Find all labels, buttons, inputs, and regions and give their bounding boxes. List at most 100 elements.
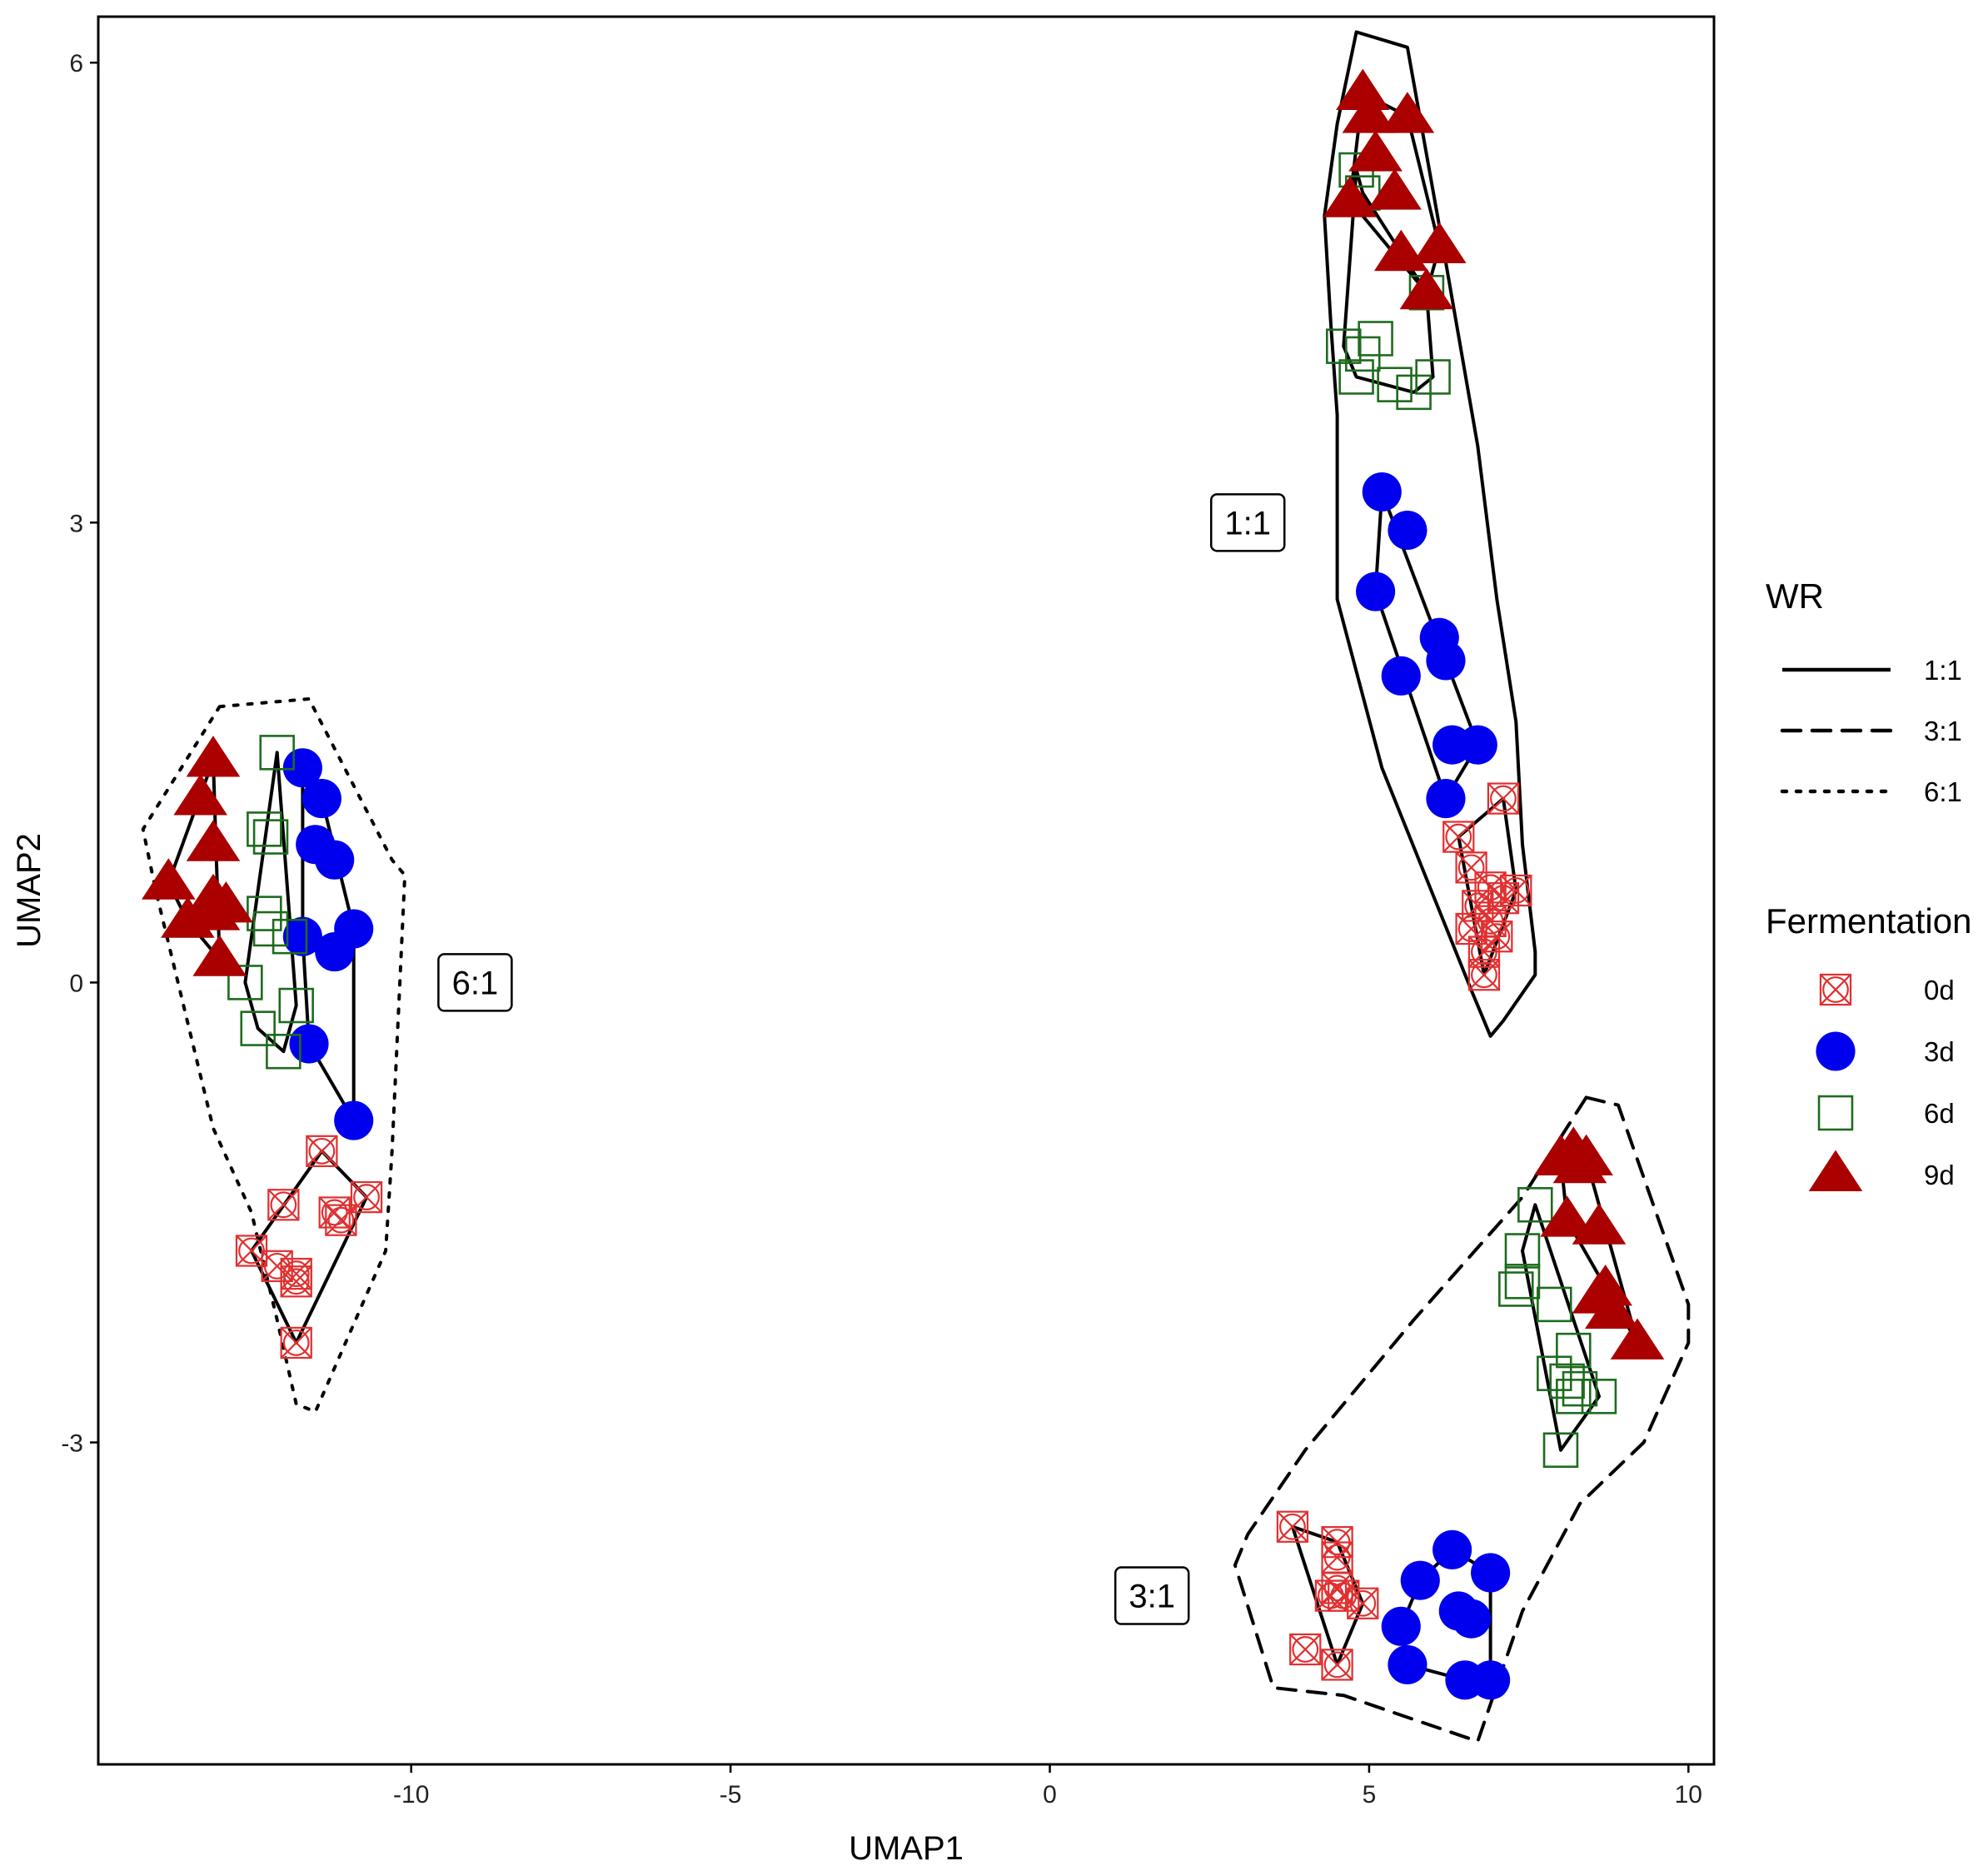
point-3d-1-1 bbox=[1356, 571, 1396, 611]
y-tick-label: 3 bbox=[69, 510, 83, 537]
point-9d-1-1 bbox=[1380, 92, 1435, 133]
point-9d-1-1 bbox=[1413, 222, 1467, 263]
point-6d-1-1 bbox=[1345, 336, 1381, 372]
cluster-labels: 1:1 6:1 3:1 bbox=[437, 493, 1286, 1625]
point-3d-3-1 bbox=[1388, 1644, 1427, 1684]
point-6d-3-1 bbox=[1504, 1264, 1541, 1300]
point-0d-1-1 bbox=[1455, 851, 1487, 884]
point-3d-6-1 bbox=[334, 1100, 374, 1140]
point-6d-6-1 bbox=[259, 735, 295, 771]
point-6d-3-1 bbox=[1581, 1379, 1617, 1414]
point-3d-3-1 bbox=[1400, 1560, 1440, 1600]
cluster-label-3-1: 3:1 bbox=[1114, 1566, 1190, 1625]
legend-label-wr: 6:1 bbox=[1924, 776, 1962, 807]
point-3d-6-1 bbox=[301, 779, 341, 819]
cluster-label-text: 1:1 bbox=[1224, 505, 1271, 541]
point-0d-1-1 bbox=[1467, 959, 1501, 991]
point-6d-1-1 bbox=[1396, 374, 1432, 411]
legend-label-fermentation: 0d bbox=[1924, 975, 1955, 1005]
legend-title-fermentation: Fermentation bbox=[1766, 901, 1971, 940]
point-6d-3-1 bbox=[1556, 1379, 1592, 1414]
point-9d-6-1 bbox=[186, 889, 241, 931]
cluster-label-1-1: 1:1 bbox=[1209, 493, 1286, 552]
cluster-label-box bbox=[437, 953, 513, 1012]
point-6d-1-1 bbox=[1338, 359, 1374, 395]
point-9d-1-1 bbox=[1368, 168, 1422, 210]
y-axis-title: UMAP2 bbox=[11, 833, 47, 948]
point-6d-3-1 bbox=[1517, 1187, 1553, 1223]
point-3d-6-1 bbox=[315, 840, 355, 880]
cluster-label-box bbox=[1209, 493, 1286, 552]
point-0d-1-1 bbox=[1500, 874, 1532, 907]
point-0d-3-1 bbox=[1347, 1587, 1379, 1619]
point-3d-3-1 bbox=[1471, 1553, 1511, 1593]
point-3d-1-1 bbox=[1362, 471, 1402, 512]
y-tick-label: 6 bbox=[69, 50, 83, 77]
x-tick-label: 0 bbox=[1043, 1781, 1057, 1809]
point-6d-6-1 bbox=[278, 987, 314, 1024]
legend-title-wr: WR bbox=[1766, 576, 1824, 616]
point-3d-3-1 bbox=[1452, 1599, 1492, 1639]
point-3d-6-1 bbox=[289, 1024, 329, 1064]
point-6d-3-1 bbox=[1556, 1332, 1592, 1369]
point-6d-6-1 bbox=[252, 911, 289, 947]
hull-6-1-outer bbox=[141, 697, 407, 1414]
cluster-label-6-1: 6:1 bbox=[437, 953, 513, 1012]
point-6d-3-1 bbox=[1542, 1432, 1579, 1468]
point-9d-3-1 bbox=[1552, 1141, 1607, 1184]
point-9d-6-1 bbox=[186, 820, 241, 861]
point-6d-6-1 bbox=[266, 1033, 301, 1070]
point-0d-1-1 bbox=[1467, 936, 1501, 968]
legend-marker-0d bbox=[1819, 973, 1852, 1006]
cluster-label-box bbox=[1114, 1566, 1190, 1625]
point-0d-1-1 bbox=[1487, 782, 1520, 815]
legend-marker-3d bbox=[1816, 1031, 1856, 1071]
hull-1-1-outer bbox=[1323, 30, 1537, 1038]
point-3d-3-1 bbox=[1471, 1660, 1511, 1700]
point-6d-6-1 bbox=[272, 918, 308, 955]
point-9d-1-1 bbox=[1399, 267, 1454, 310]
point-6d-3-1 bbox=[1537, 1355, 1572, 1391]
point-9d-3-1 bbox=[1540, 1195, 1594, 1237]
point-9d-3-1 bbox=[1572, 1203, 1627, 1245]
point-3d-6-1 bbox=[282, 916, 322, 956]
hull-3-1-outer bbox=[1233, 1095, 1691, 1744]
legend-label-fermentation: 9d bbox=[1924, 1160, 1955, 1190]
cluster-label-text: 3:1 bbox=[1129, 1579, 1175, 1615]
hull-3-1-6d bbox=[1521, 1203, 1601, 1452]
point-6d-1-1 bbox=[1326, 328, 1362, 364]
x-tick-label: 10 bbox=[1675, 1781, 1702, 1809]
legend-label-wr: 3:1 bbox=[1924, 716, 1962, 746]
point-9d-1-1 bbox=[1348, 130, 1403, 172]
legend-label-fermentation: 3d bbox=[1924, 1036, 1955, 1067]
point-3d-6-1 bbox=[334, 909, 374, 949]
x-tick-label: -5 bbox=[720, 1781, 742, 1809]
point-6d-6-1 bbox=[247, 896, 282, 931]
point-9d-3-1 bbox=[1585, 1287, 1639, 1329]
point-0d-6-1 bbox=[267, 1189, 300, 1221]
point-3d-1-1 bbox=[1426, 641, 1466, 681]
point-3d-3-1 bbox=[1432, 1529, 1472, 1569]
point-3d-1-1 bbox=[1381, 656, 1421, 696]
x-axis-title: UMAP1 bbox=[849, 1830, 964, 1867]
hull-6-1-6d bbox=[243, 751, 298, 1054]
legend-label-wr: 1:1 bbox=[1924, 655, 1962, 686]
point-3d-3-1 bbox=[1381, 1606, 1421, 1646]
point-0d-3-1 bbox=[1321, 1649, 1353, 1681]
legend-label-fermentation: 6d bbox=[1924, 1098, 1955, 1129]
points-layer bbox=[142, 68, 1665, 1700]
legend-marker-9d bbox=[1808, 1150, 1863, 1191]
x-tick-label: -10 bbox=[393, 1781, 429, 1809]
point-9d-1-1 bbox=[1374, 229, 1428, 272]
point-6d-3-1 bbox=[1537, 1286, 1572, 1323]
point-6d-3-1 bbox=[1549, 1363, 1585, 1400]
point-3d-1-1 bbox=[1426, 779, 1466, 819]
point-9d-6-1 bbox=[142, 858, 196, 900]
point-6d-1-1 bbox=[1377, 367, 1413, 402]
point-0d-3-1 bbox=[1289, 1633, 1322, 1666]
point-6d-3-1 bbox=[1504, 1233, 1541, 1269]
x-tick-label: 5 bbox=[1363, 1781, 1377, 1809]
